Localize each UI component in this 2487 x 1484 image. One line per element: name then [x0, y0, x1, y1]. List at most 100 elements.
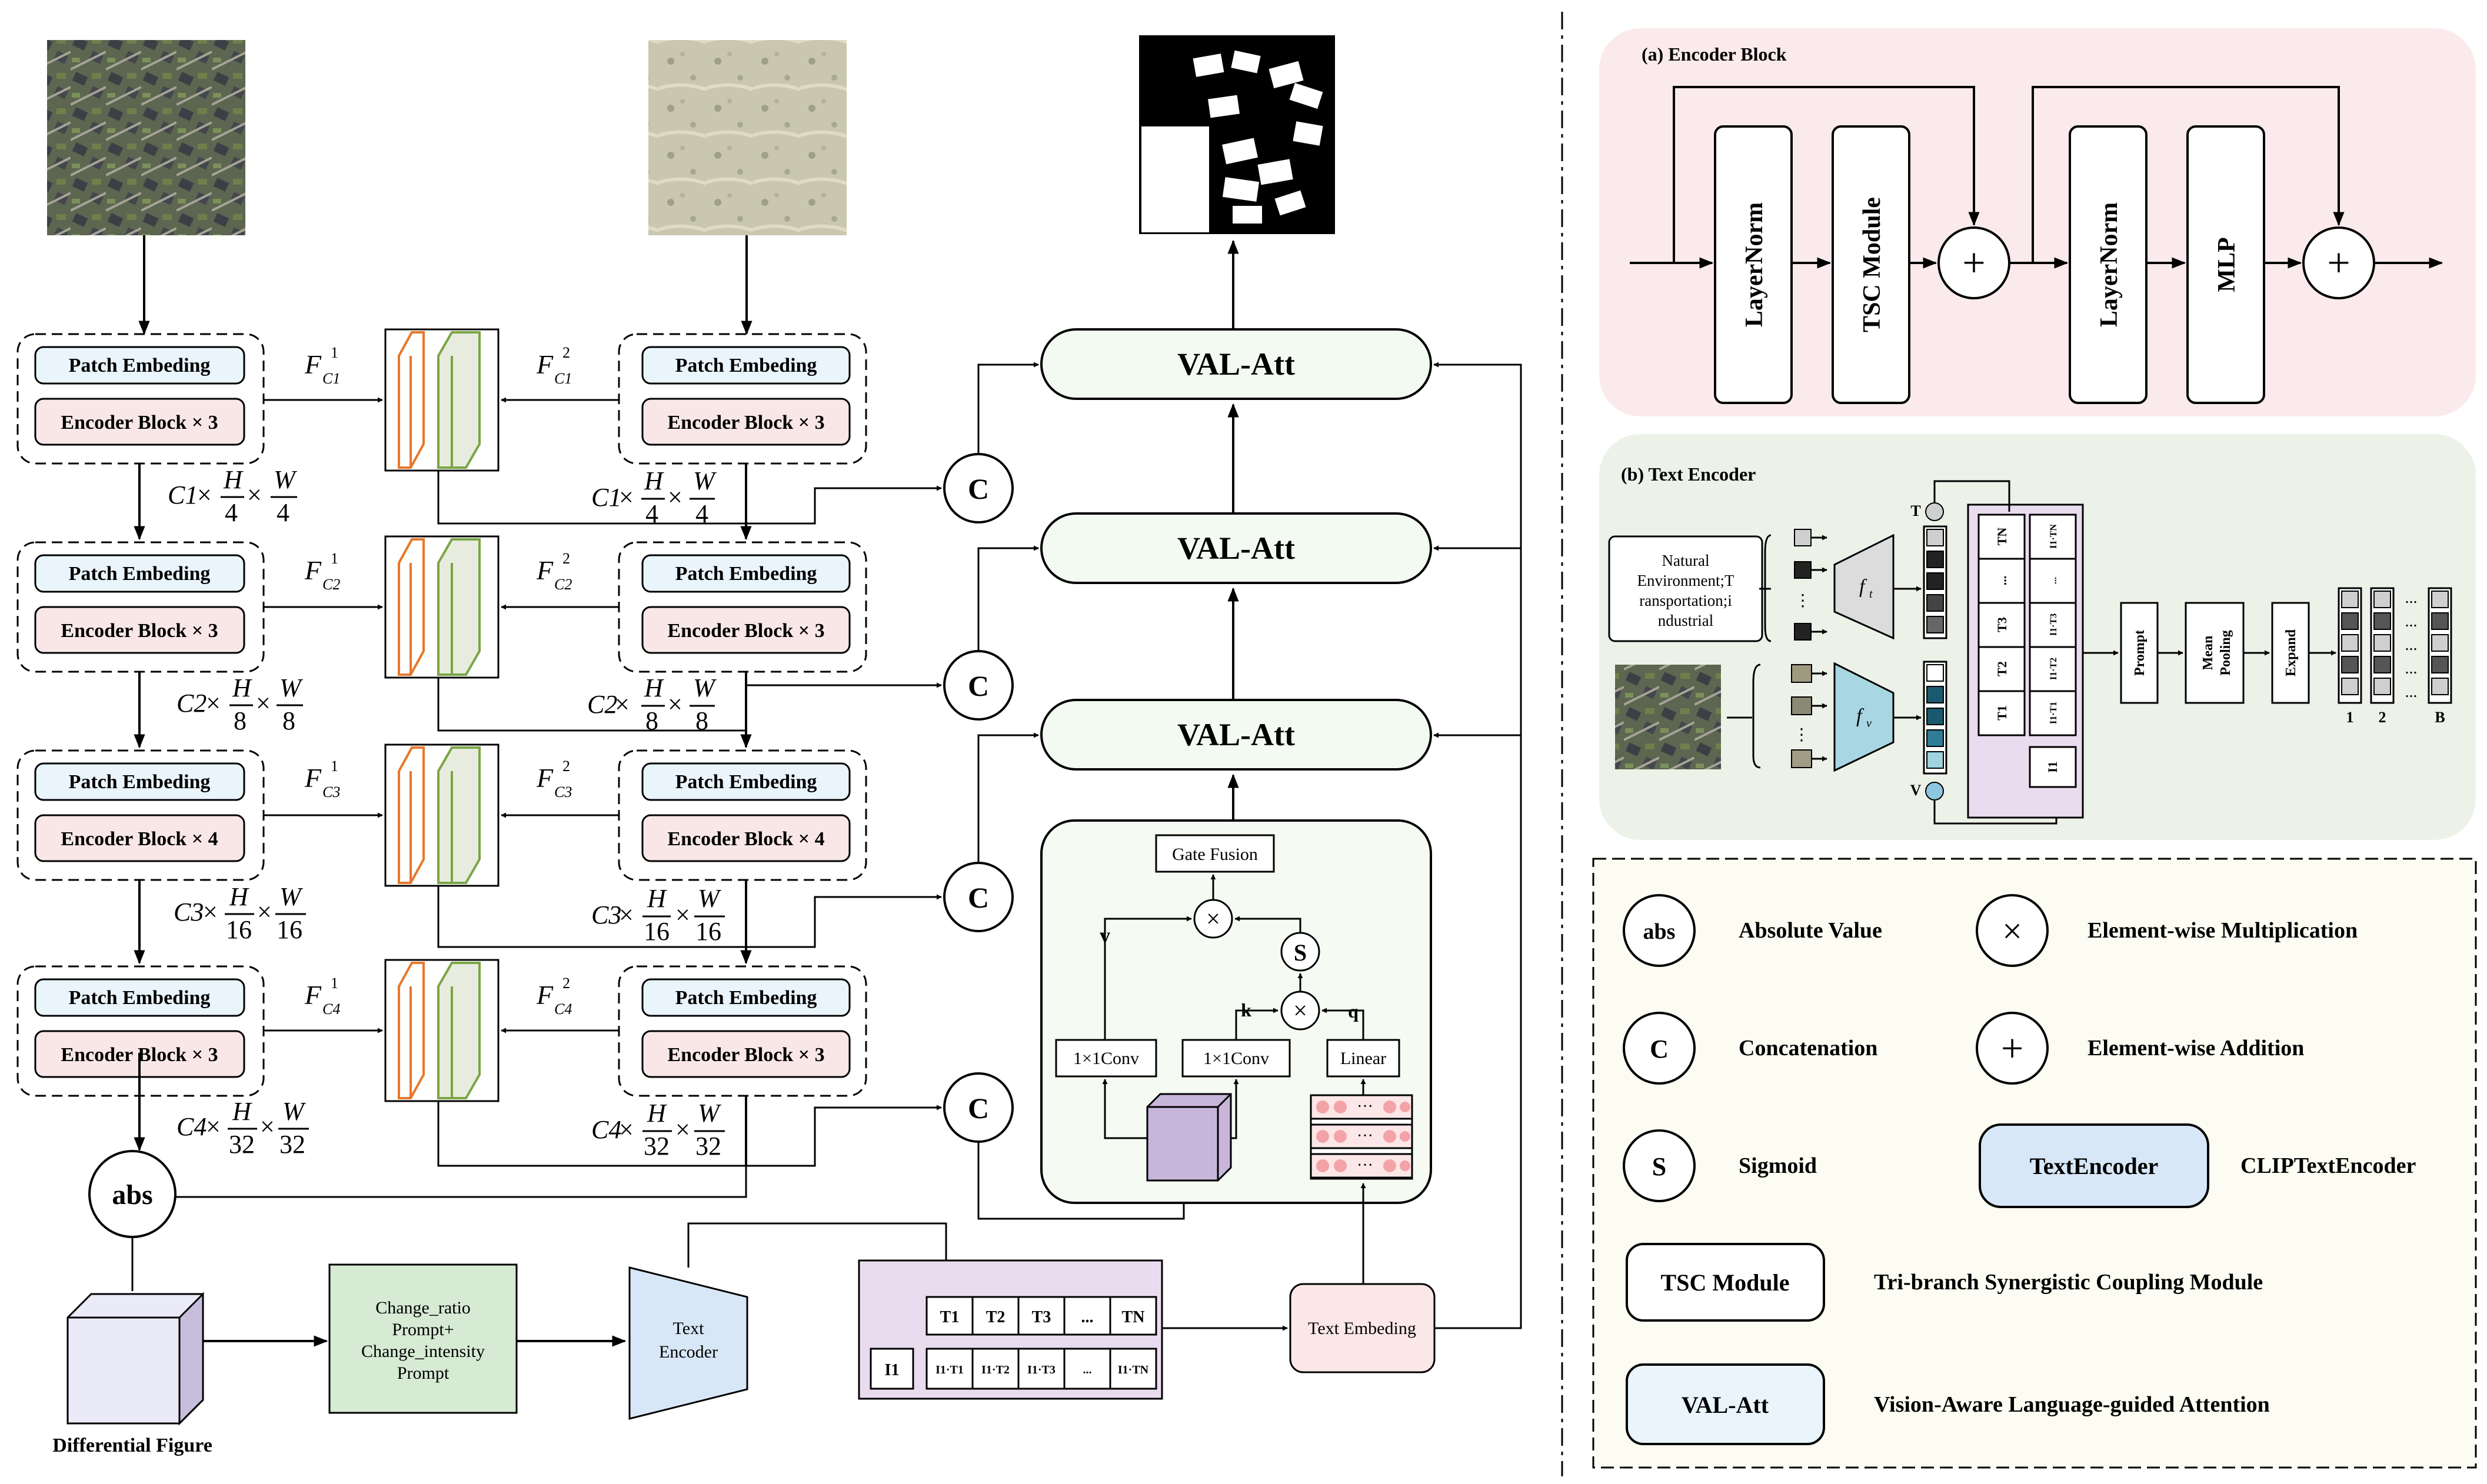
svg-text:Expand: Expand	[2283, 629, 2299, 676]
svg-text:ndustrial: ndustrial	[1658, 612, 1714, 629]
svg-text:1: 1	[331, 344, 338, 361]
gate-fusion-label: Gate Fusion	[1172, 845, 1258, 864]
val-att-label: VAL-Att	[1177, 717, 1295, 752]
svg-text:LayerNorm: LayerNorm	[1741, 202, 1768, 327]
svg-text:Element-wise Multiplication: Element-wise Multiplication	[2088, 918, 2358, 943]
svg-text:B: B	[2435, 709, 2445, 726]
svg-text:F: F	[536, 555, 554, 585]
svg-text:Tri-branch Synergistic Couplin: Tri-branch Synergistic Coupling Module	[1874, 1270, 2263, 1295]
svg-text:+: +	[2001, 1026, 2023, 1071]
svg-text:2: 2	[562, 758, 570, 775]
svg-text:t: t	[1869, 588, 1873, 601]
svg-text:32: 32	[644, 1132, 670, 1160]
svg-text:C2: C2	[322, 576, 340, 593]
svg-text:CLIPTextEncoder: CLIPTextEncoder	[2240, 1153, 2416, 1178]
svg-text:4: 4	[645, 499, 658, 528]
patch-embedding-label: Patch Embeding	[675, 987, 817, 1009]
svg-text:v: v	[1866, 717, 1872, 730]
patch-embedding-label: Patch Embeding	[675, 563, 817, 585]
svg-text:C2: C2	[587, 690, 617, 719]
svg-text:T1: T1	[940, 1308, 960, 1326]
text-encoder-panel: (b) Text Encoder Natural Environment;T r…	[1599, 434, 2476, 840]
feature-fusion-1	[384, 328, 500, 472]
encoder-block	[34, 398, 245, 446]
encoder-block-label: Encoder Block × 3	[667, 1044, 824, 1066]
svg-text:C4: C4	[177, 1112, 207, 1141]
svg-text:×: ×	[615, 690, 630, 719]
legend-sigmoid-symbol	[1623, 1129, 1696, 1202]
svg-text:W: W	[693, 466, 717, 495]
prompt-box: Change_ratio Prompt+ Change_intensity Pr…	[328, 1263, 518, 1414]
svg-text:C3: C3	[322, 783, 340, 801]
svg-text:2: 2	[562, 975, 570, 992]
svg-text:T1: T1	[1995, 705, 2009, 721]
svg-text:×: ×	[619, 901, 634, 929]
svg-text:+: +	[2327, 241, 2350, 286]
patch-embedding-label: Patch Embeding	[69, 563, 211, 585]
svg-text:...: ...	[2405, 636, 2418, 654]
svg-text:C4: C4	[322, 1001, 340, 1018]
svg-text:8: 8	[695, 706, 708, 735]
svg-text:Change_ratio: Change_ratio	[375, 1298, 471, 1318]
svg-text:Change_intensity: Change_intensity	[361, 1342, 485, 1361]
svg-text:Text Embeding: Text Embeding	[1308, 1319, 1416, 1338]
svg-text:2: 2	[562, 550, 570, 567]
patch-embedding-label: Patch Embeding	[675, 771, 817, 793]
patch-embedding-label: Patch Embeding	[69, 771, 211, 793]
svg-text:×: ×	[675, 1115, 690, 1144]
right-encoder-stage-4: Patch Embeding Encoder Block × 3	[618, 965, 867, 1097]
svg-text:W: W	[279, 673, 303, 702]
left-encoder-stage-1: Patch Embeding Encoder Block × 3	[16, 333, 265, 465]
svg-text:×: ×	[675, 901, 690, 929]
svg-text:32: 32	[279, 1130, 305, 1159]
legend-item-multiply: × Element-wise Multiplication	[1976, 894, 2358, 967]
svg-text:×: ×	[247, 481, 262, 509]
svg-text:C2: C2	[177, 689, 207, 718]
svg-text:16: 16	[644, 917, 670, 946]
encoder-block-label: Encoder Block × 3	[667, 412, 824, 433]
svg-text:MLP: MLP	[2213, 237, 2240, 292]
svg-text:···: ···	[1357, 1156, 1373, 1175]
svg-text:Prompt: Prompt	[397, 1363, 450, 1383]
svg-text:H: H	[223, 465, 244, 494]
svg-text:×: ×	[619, 1115, 634, 1144]
svg-text:F: F	[304, 555, 322, 585]
svg-text:I1·T3: I1·T3	[2049, 613, 2059, 636]
svg-text:...: ...	[2049, 577, 2059, 584]
patch-embedding-label: Patch Embeding	[675, 355, 817, 376]
svg-text:Prompt+: Prompt+	[392, 1320, 454, 1339]
encoder-block-label: Encoder Block × 3	[61, 620, 218, 642]
svg-text:×: ×	[668, 690, 682, 719]
svg-text:F: F	[536, 763, 554, 793]
legend-abs-symbol	[1623, 894, 1696, 967]
svg-text:···: ···	[1357, 1127, 1373, 1145]
svg-text:C3: C3	[554, 783, 572, 801]
svg-text:...: ...	[1995, 576, 2009, 586]
svg-text:C: C	[968, 881, 989, 914]
svg-text:H: H	[647, 1099, 667, 1128]
svg-text:Sigmoid: Sigmoid	[1739, 1153, 1817, 1178]
text-embedding: Text Embeding	[1289, 1283, 1436, 1373]
svg-text:W: W	[698, 1099, 721, 1128]
legend-item-tsc: TSC Module Tri-branch Synergistic Coupli…	[1626, 1243, 2263, 1322]
concat-nodes: C C C C	[943, 453, 1014, 1143]
left-encoder-stage-3: Patch Embeding Encoder Block × 4	[16, 749, 265, 881]
svg-text:8: 8	[234, 706, 247, 735]
svg-text:ransportation;i: ransportation;i	[1639, 592, 1732, 609]
svg-text:1: 1	[331, 758, 338, 775]
svg-text:C4: C4	[554, 1001, 572, 1018]
svg-text:H: H	[232, 673, 252, 702]
svg-text:I1: I1	[885, 1361, 900, 1379]
svg-text:C1: C1	[554, 370, 572, 387]
svg-text:2: 2	[562, 344, 570, 361]
input-image-thumb	[1615, 665, 1721, 769]
svg-text:I1·T1: I1·T1	[2049, 702, 2059, 724]
svg-text:F: F	[536, 980, 554, 1010]
svg-text:H: H	[647, 884, 667, 913]
svg-text:+: +	[1962, 241, 1985, 286]
legend-item-textencoder: TextEncoder CLIPTextEncoder	[1979, 1123, 2416, 1208]
svg-text:×: ×	[260, 1112, 275, 1141]
differential-figure-label: Differential Figure	[52, 1435, 212, 1456]
multiply-icon	[1976, 894, 2049, 967]
